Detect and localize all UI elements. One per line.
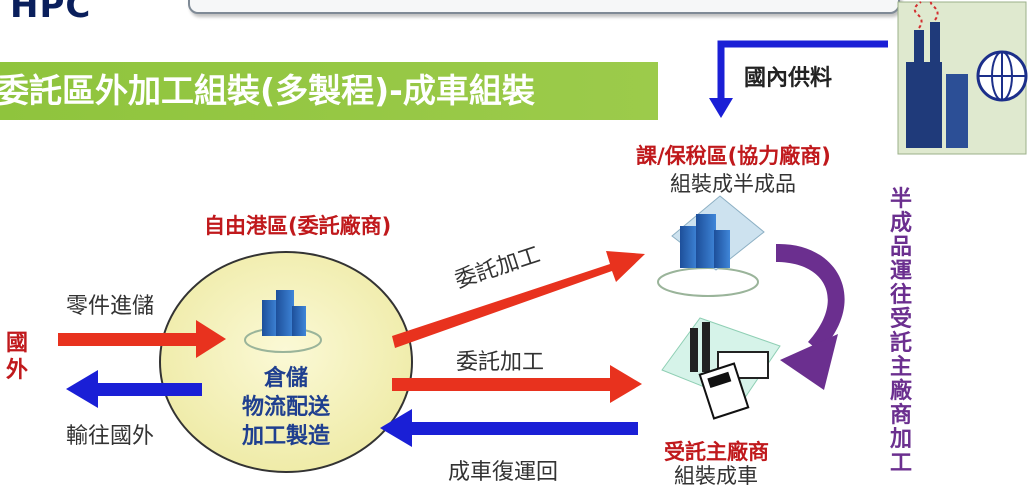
contractor-factory-icon (661, 317, 781, 420)
free-port-function-3: 加工製造 (241, 424, 330, 449)
page-title: 委託區外加工組裝(多製程)-成車組裝 (0, 71, 535, 110)
contractor-subtitle: 組裝成車 (674, 464, 758, 488)
vehicle-return-label: 成車復運回 (448, 460, 559, 485)
parts-import-label: 零件進儲 (66, 294, 155, 319)
outsource-arrow-upper (392, 251, 645, 348)
semi-product-transfer-label: 半成品運往受託主廠商加工 (889, 187, 912, 476)
free-port-function-1: 倉儲 (263, 366, 308, 391)
domestic-supply-label: 國內供料 (744, 66, 833, 91)
export-arrow (66, 370, 202, 408)
vehicle-return-arrow (380, 409, 638, 447)
free-port-circle (159, 251, 413, 473)
overseas-label: 國外 (6, 331, 29, 383)
factory-globe-icon (897, 0, 1028, 155)
bonded-zone-subtitle: 組裝成半成品 (670, 172, 796, 196)
company-logo: HPC (10, 0, 92, 26)
parts-import-arrow (58, 320, 226, 358)
warehouse-building-icon (244, 290, 322, 353)
bonded-zone-title: 課/保稅區(協力廠商) (636, 144, 831, 168)
free-port-function-2: 物流配送 (241, 395, 330, 420)
free-port-title: 自由港區(委託廠商) (204, 214, 392, 238)
semi-product-transfer-arrow (776, 243, 845, 390)
title-banner (0, 62, 658, 120)
bonded-zone-building-icon (657, 195, 765, 297)
domestic-supply-arrow (709, 40, 888, 118)
export-label: 輸往國外 (66, 424, 155, 449)
outsource-arrow-lower (392, 365, 642, 403)
outsource-label-lower: 委託加工 (456, 350, 545, 375)
contractor-title: 受託主廠商 (664, 440, 769, 464)
